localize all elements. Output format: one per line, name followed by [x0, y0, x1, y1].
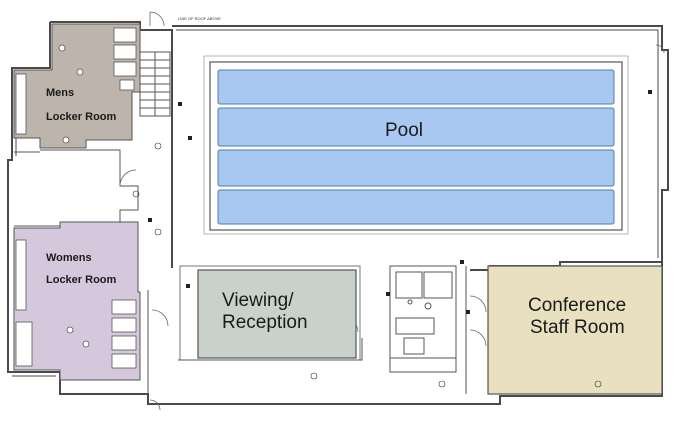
- lobby-hallway: [147, 266, 467, 394]
- stairs: [139, 51, 171, 117]
- mens-stalls: [15, 27, 137, 144]
- pool-lane-2: [217, 107, 615, 147]
- pool: [209, 61, 623, 231]
- pool-label: Pool: [385, 120, 424, 141]
- pool-lane-1: [217, 69, 615, 105]
- womens-locker-room: [13, 221, 141, 381]
- fixture-markers: [148, 90, 652, 314]
- pool-lane-3: [217, 149, 615, 187]
- mens-locker-label-line2: Locker Room: [46, 111, 117, 123]
- viewing-reception-room: [179, 265, 361, 361]
- conference-label-line1: Conference: [528, 295, 627, 316]
- circle-markers: [132, 142, 602, 388]
- womens-locker-label-line1: Womens: [46, 252, 92, 264]
- corridor: [14, 149, 139, 227]
- pool-deck: [203, 55, 629, 235]
- restroom-block: [389, 265, 457, 359]
- conference-label-line2: Staff Room: [530, 317, 625, 338]
- roof-line-note: LINE OF ROOF ABOVE: [178, 16, 221, 21]
- mens-locker-room: [13, 23, 141, 149]
- mens-locker-label-line1: Mens: [46, 87, 75, 99]
- viewing-label-line2: Reception: [222, 312, 308, 333]
- viewing-label-line1: Viewing/: [222, 290, 294, 311]
- womens-locker-label-line2: Locker Room: [46, 274, 117, 286]
- womens-stalls: [15, 239, 137, 369]
- pool-lane-4: [217, 189, 615, 225]
- conference-staff-room: [487, 265, 663, 395]
